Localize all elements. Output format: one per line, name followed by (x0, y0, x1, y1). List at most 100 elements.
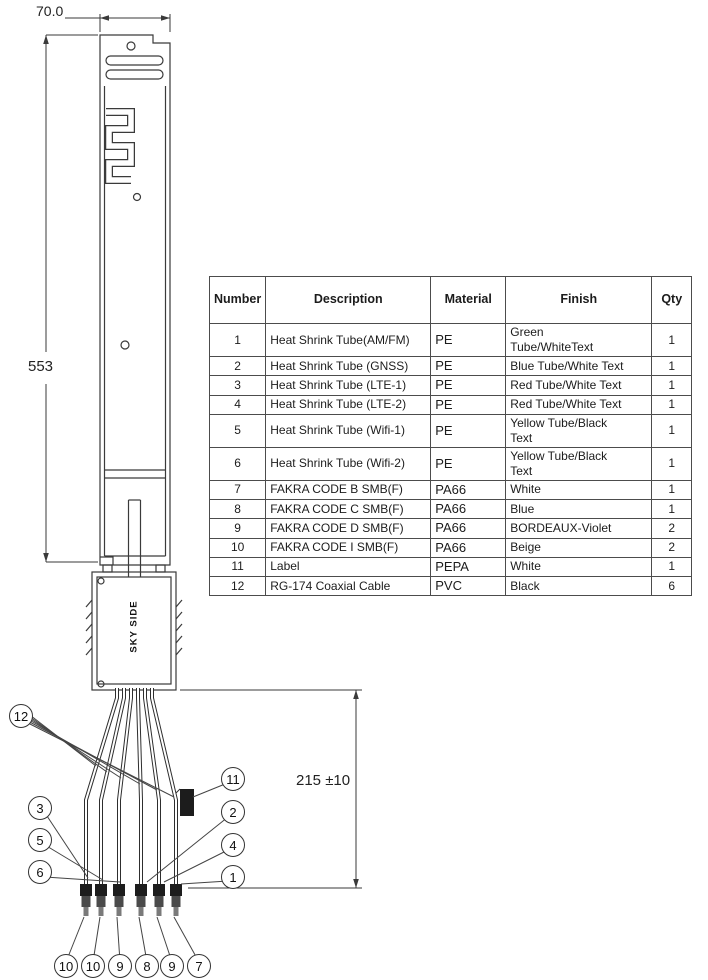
bom-row: 7 FAKRA CODE B SMB(F) PA66 White 1 (208, 479, 693, 501)
bom-cell-finish: BORDEAUX-Violet (505, 518, 653, 539)
connector-2 (95, 884, 107, 916)
bom-cell-material: PVC (430, 575, 507, 597)
dimension-70 (46, 14, 171, 32)
bom-cell-material: PA66 (430, 498, 507, 520)
callout-1: 1 (221, 865, 245, 889)
bom-header-qty: Qty (651, 276, 693, 324)
callout-2: 2 (221, 800, 245, 824)
dimension-width-label: 70.0 (34, 3, 66, 19)
bom-cell-qty: 1 (651, 323, 693, 357)
bom-cell-finish: Blue Tube/White Text (505, 355, 653, 377)
bom-cell-description: Heat Shrink Tube(AM/FM) (265, 323, 432, 357)
bom-header-number: Number (208, 276, 267, 324)
bom-cell-material: PE (430, 323, 507, 357)
bom-cell-number: 1 (208, 323, 267, 357)
bom-cell-description: FAKRA CODE I SMB(F) (265, 537, 432, 558)
bom-cell-finish: White (505, 479, 653, 501)
bom-cell-material: PA66 (430, 479, 507, 501)
bom-cell-material: PE (430, 446, 507, 481)
bom-cell-material: PE (430, 394, 507, 415)
bom-header-row: Number Description Material Finish Qty (208, 276, 693, 324)
callout-7: 7 (187, 954, 211, 978)
callout-11: 11 (221, 767, 245, 791)
bom-cell-finish: Yellow Tube/Black Text (505, 446, 653, 481)
bom-cell-qty: 1 (651, 498, 693, 520)
cable-label-flag (175, 788, 194, 816)
bom-cell-qty: 1 (651, 556, 693, 578)
bom-cell-description: Heat Shrink Tube (LTE-1) (265, 375, 432, 396)
connector-5 (153, 884, 165, 916)
callout-10-b: 10 (81, 954, 105, 978)
bom-cell-number: 8 (208, 498, 267, 520)
bom-cell-qty: 1 (651, 446, 693, 481)
callout-4: 4 (221, 833, 245, 857)
bom-cell-material: PEPA (430, 556, 507, 578)
leader-lines (25, 711, 231, 963)
bom-cell-number: 9 (208, 518, 267, 539)
connector-6 (170, 884, 182, 916)
bom-cell-number: 10 (208, 537, 267, 558)
connector-block (85, 564, 183, 691)
bom-cell-number: 12 (208, 575, 267, 597)
bom-cell-qty: 1 (651, 413, 693, 448)
bom-cell-qty: 2 (651, 518, 693, 539)
bom-cell-number: 3 (208, 375, 267, 396)
callout-3: 3 (28, 796, 52, 820)
bom-cell-description: Heat Shrink Tube (LTE-2) (265, 394, 432, 415)
bom-row: 5 Heat Shrink Tube (Wifi-1) PE Yellow Tu… (208, 413, 693, 448)
bom-cell-description: RG-174 Coaxial Cable (265, 575, 432, 597)
bom-row: 9 FAKRA CODE D SMB(F) PA66 BORDEAUX-Viol… (208, 518, 693, 539)
bom-cell-material: PE (430, 355, 507, 377)
bom-header-description: Description (265, 276, 432, 324)
bom-cell-finish: Yellow Tube/Black Text (505, 413, 653, 448)
bom-cell-qty: 1 (651, 375, 693, 396)
bom-cell-material: PE (430, 413, 507, 448)
bom-cell-number: 4 (208, 394, 267, 415)
dimension-length-label: 553 (26, 358, 56, 375)
bom-row: 10 FAKRA CODE I SMB(F) PA66 Beige 2 (208, 537, 693, 558)
callout-10-a: 10 (54, 954, 78, 978)
pcb-outline (99, 34, 171, 577)
bom-cell-description: FAKRA CODE C SMB(F) (265, 498, 432, 520)
bom-row: 6 Heat Shrink Tube (Wifi-2) PE Yellow Tu… (208, 446, 693, 481)
bom-cell-finish: Green Tube/WhiteText (505, 323, 653, 357)
bom-cell-description: Heat Shrink Tube (Wifi-2) (265, 446, 432, 481)
bom-cell-material: PA66 (430, 518, 507, 539)
meander-trace-icon (105, 108, 135, 184)
bom-cell-description: Label (265, 556, 432, 578)
bom-cell-finish: Red Tube/White Text (505, 394, 653, 415)
connector-4 (135, 884, 147, 916)
bom-row: 11 Label PEPA White 1 (208, 556, 693, 578)
bom-row: 3 Heat Shrink Tube (LTE-1) PE Red Tube/W… (208, 375, 693, 396)
callout-12: 12 (9, 704, 33, 728)
bom-cell-number: 5 (208, 413, 267, 448)
bom-cell-material: PE (430, 375, 507, 396)
bom-cell-qty: 1 (651, 355, 693, 377)
connector-1 (80, 884, 92, 916)
bom-cell-description: Heat Shrink Tube (GNSS) (265, 355, 432, 377)
bom-table: Number Description Material Finish Qty 1… (208, 276, 693, 597)
bom-cell-finish: Black (505, 575, 653, 597)
callout-9-b: 9 (160, 954, 184, 978)
bom-cell-qty: 1 (651, 479, 693, 501)
dimension-cable-label: 215 ±10 (294, 772, 353, 789)
cable-bundle (84, 688, 178, 886)
sky-side-label: SKY SIDE (106, 597, 162, 655)
bom-row: 1 Heat Shrink Tube(AM/FM) PE Green Tube/… (208, 323, 693, 357)
dimension-215 (180, 689, 362, 889)
bom-row: 4 Heat Shrink Tube (LTE-2) PE Red Tube/W… (208, 394, 693, 415)
bom-cell-qty: 6 (651, 575, 693, 597)
callout-6: 6 (28, 860, 52, 884)
bom-cell-description: Heat Shrink Tube (Wifi-1) (265, 413, 432, 448)
bom-cell-finish: Blue (505, 498, 653, 520)
bom-row: 8 FAKRA CODE C SMB(F) PA66 Blue 1 (208, 498, 693, 520)
bom-cell-description: FAKRA CODE D SMB(F) (265, 518, 432, 539)
bom-row: 2 Heat Shrink Tube (GNSS) PE Blue Tube/W… (208, 355, 693, 377)
callout-5: 5 (28, 828, 52, 852)
bom-cell-finish: Red Tube/White Text (505, 375, 653, 396)
dimension-553 (43, 34, 98, 563)
bom-cell-description: FAKRA CODE B SMB(F) (265, 479, 432, 501)
bom-row: 12 RG-174 Coaxial Cable PVC Black 6 (208, 575, 693, 597)
